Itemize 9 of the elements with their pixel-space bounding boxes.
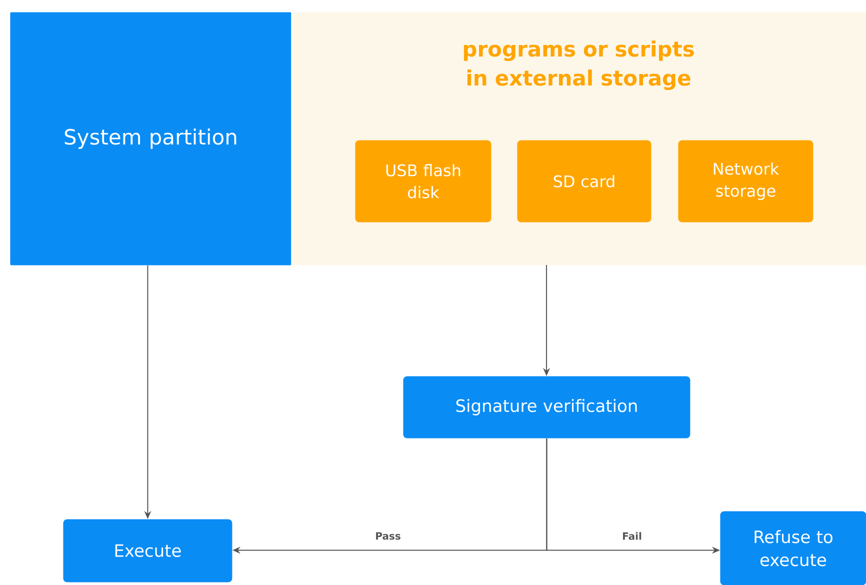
process-box: Signature verification [403, 376, 690, 438]
partition-box: System partition [10, 12, 292, 266]
process-box: Refuse to execute [720, 511, 866, 585]
edge-label: Pass [376, 532, 400, 540]
process-box: Execute [63, 519, 232, 582]
storage-box: SD card [517, 140, 652, 222]
storage-box: Network storage [678, 140, 814, 222]
storage-box: USB flash disk [355, 140, 492, 222]
edge-label: Fail [623, 532, 642, 540]
